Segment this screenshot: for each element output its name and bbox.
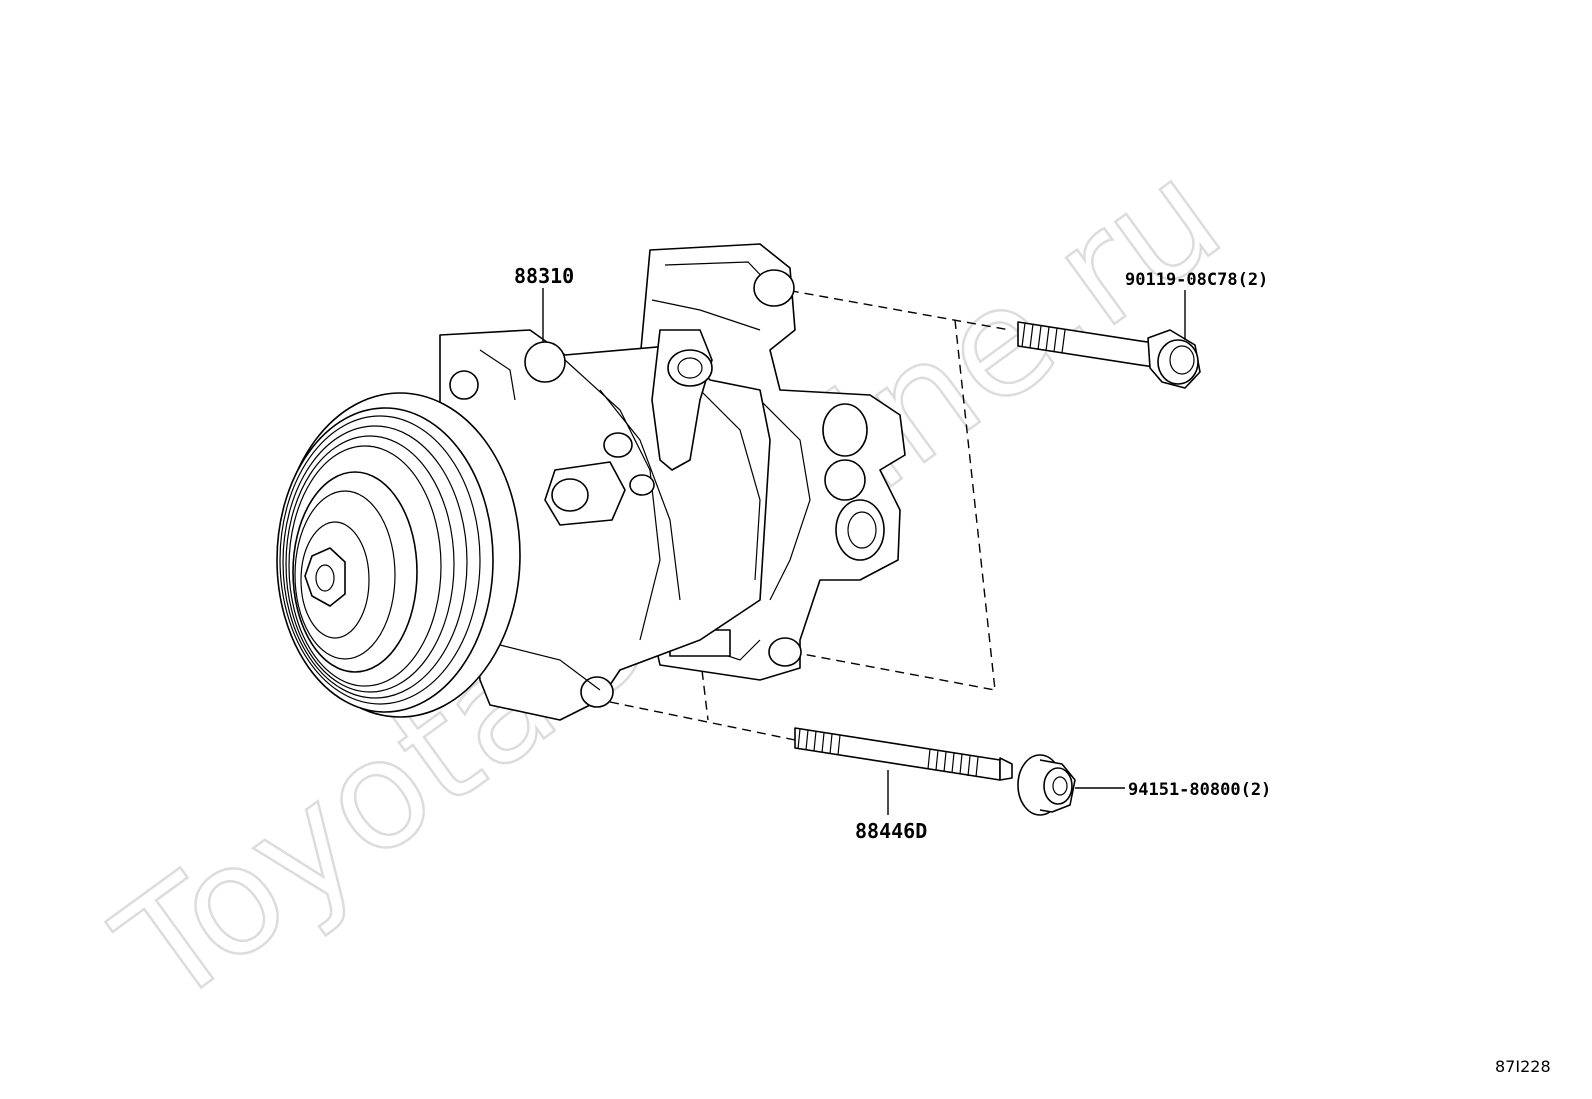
callout-stud-part-number: 88446D [855, 819, 927, 843]
callout-bolt-part-number: 90119-08C78(2) [1125, 270, 1268, 290]
illustration-reference-id: 87I228 [1495, 1057, 1551, 1076]
stud-bolt-illustration [794, 727, 1013, 781]
callout-nut-part-number: 94151-80800(2) [1128, 780, 1271, 800]
flange-bolt-illustration [1017, 321, 1201, 389]
flange-nut-illustration [1017, 754, 1076, 816]
leader-lines [542, 288, 1186, 815]
callout-compressor-part-number: 88310 [514, 264, 574, 288]
ac-compressor-illustration [276, 243, 906, 721]
